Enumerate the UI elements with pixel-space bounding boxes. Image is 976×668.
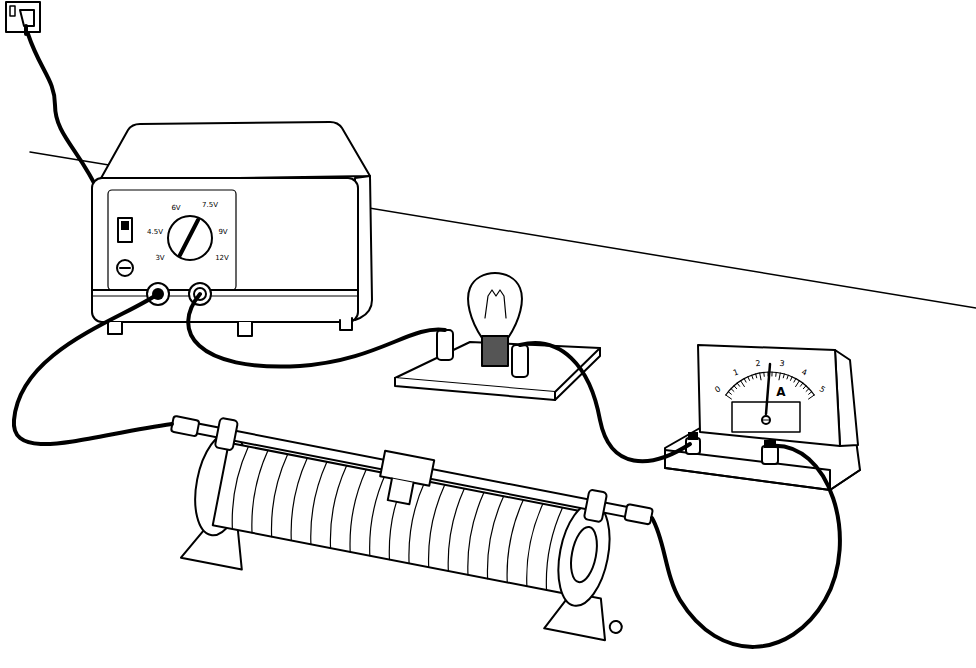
scale-tick (756, 374, 757, 378)
scale-number: 2 (755, 360, 761, 369)
scale-tick (737, 383, 739, 386)
scale-number: 3 (779, 360, 785, 369)
dial-label: 7.5V (202, 202, 218, 209)
scale-tick (728, 392, 731, 395)
power-supply (92, 122, 372, 336)
scale-tick (748, 377, 750, 381)
scale-tick (760, 373, 761, 380)
scale-tick (734, 386, 737, 389)
wall-socket (6, 2, 40, 34)
dial-label: 4.5V (147, 229, 163, 236)
lamp-holder (395, 273, 600, 400)
scale-tick (800, 383, 802, 386)
scale-tick (741, 381, 745, 387)
scale-tick (771, 372, 772, 376)
scale-tick (806, 389, 809, 392)
scale-tick (794, 379, 796, 383)
scale-tick (779, 373, 780, 380)
wires (14, 294, 840, 647)
scale-tick (744, 379, 746, 383)
dial-label: 3V (155, 255, 164, 262)
dial-label: 6V (171, 205, 180, 212)
rheostat (148, 409, 655, 644)
scale-tick (731, 389, 734, 392)
scale-tick (803, 386, 806, 389)
scale-tick (796, 381, 800, 387)
mains-cable (28, 34, 100, 195)
scale-tick (783, 374, 784, 378)
ammeter (665, 345, 860, 490)
scale-tick (726, 395, 732, 399)
scale-tick (775, 372, 776, 376)
scale-tick (790, 377, 792, 381)
scale-tick (787, 375, 788, 379)
dial-label: 9V (218, 229, 227, 236)
scale-tick (809, 392, 812, 395)
scale-tick (809, 395, 815, 399)
dial-label: 12V (215, 255, 229, 262)
unit-label: A (776, 386, 785, 398)
scale-tick (752, 375, 753, 379)
scale-tick (763, 372, 764, 376)
